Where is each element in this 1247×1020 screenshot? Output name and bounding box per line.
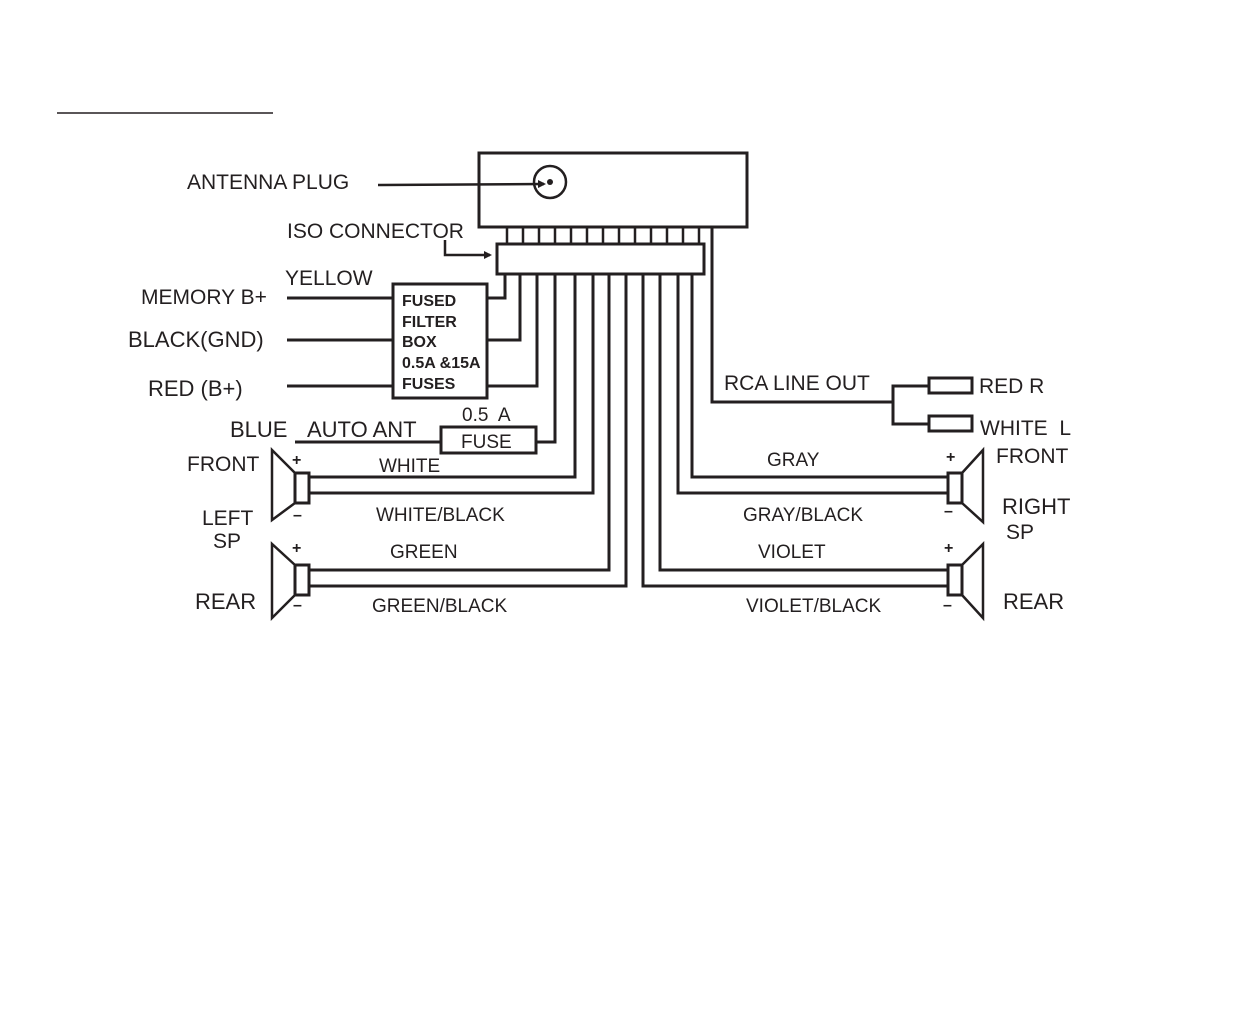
white-l-label: WHITE L (980, 417, 1071, 440)
rear-right-plus-sign: + (944, 540, 953, 557)
front-left-speaker-icon (270, 446, 311, 523)
white-wire-label: WHITE (379, 456, 440, 477)
rear-right-minus-sign: – (943, 597, 952, 614)
rca-line-out-label: RCA LINE OUT (724, 372, 870, 395)
antenna-arrow (377, 180, 546, 189)
rear-right-speaker-icon (946, 540, 985, 622)
front-right-speaker-icon (946, 446, 985, 525)
filter-to-iso-wire-2 (487, 274, 522, 342)
rca-wire (710, 227, 893, 404)
iso-connector-label: ISO CONNECTOR (287, 220, 464, 243)
yellow-label: YELLOW (285, 267, 373, 290)
blue-label: BLUE (230, 417, 287, 442)
violet-wire-label: VIOLET (758, 542, 826, 563)
front-right-plus-wire (690, 274, 948, 479)
front-left-minus-sign: – (293, 507, 302, 524)
rear-right-minus-wire (641, 274, 948, 588)
white-black-wire-label: WHITE/BLACK (376, 505, 505, 526)
filter-box-line-3: BOX (402, 334, 437, 351)
rca-plug-white (927, 414, 974, 433)
rca-split-wire (891, 384, 929, 426)
fuse-to-iso-wire (536, 274, 557, 444)
front-right-minus-sign: – (944, 503, 953, 520)
rca-plug-red (927, 376, 974, 395)
filter-box-line-4: 0.5A &15A (402, 355, 481, 372)
sp-right-label: SP (1006, 521, 1034, 544)
fuse-rating-label: 0.5 A (462, 405, 511, 426)
rear-right-label: REAR (1003, 589, 1064, 614)
red-r-label: RED R (979, 375, 1044, 398)
rear-left-plus-sign: + (292, 540, 301, 557)
auto-ant-fuse (439, 425, 538, 455)
filter-box-line-2: FILTER (402, 314, 457, 331)
antenna-socket-center-icon (547, 179, 553, 185)
rear-left-speaker-icon (270, 541, 311, 622)
front-left-plus-wire (310, 274, 577, 479)
red-b-label: RED (B+) (148, 376, 243, 401)
front-right-label: FRONT (996, 445, 1068, 468)
antenna-socket-icon (532, 164, 568, 200)
right-label: RIGHT (1002, 494, 1070, 519)
fuse-label: FUSE (461, 432, 512, 453)
front-right-minus-wire (676, 274, 948, 495)
filter-to-iso-wire-1 (487, 274, 507, 300)
head-unit (477, 151, 749, 229)
front-left-label: FRONT (187, 453, 259, 476)
black-gnd-label: BLACK(GND) (128, 327, 264, 352)
left-label: LEFT (202, 507, 254, 530)
fused-filter-box (391, 282, 489, 400)
green-black-wire-label: GREEN/BLACK (372, 596, 507, 617)
sp-left-label: SP (213, 530, 241, 553)
violet-black-wire-label: VIOLET/BLACK (746, 596, 881, 617)
memory-label: MEMORY B+ (141, 286, 267, 309)
front-right-plus-sign: + (946, 449, 955, 466)
rear-left-label: REAR (195, 589, 256, 614)
auto-ant-label: AUTO ANT (307, 417, 417, 442)
filter-box-line-5: FUSES (402, 376, 456, 393)
gray-black-wire-label: GRAY/BLACK (743, 505, 863, 526)
rear-left-minus-wire (310, 274, 628, 588)
green-wire-label: GREEN (390, 542, 458, 563)
front-left-minus-wire (310, 274, 595, 495)
antenna-plug-label: ANTENNA PLUG (187, 171, 349, 194)
rear-left-plus-wire (310, 274, 611, 572)
iso-connector-arrow (443, 240, 492, 259)
filter-box-line-1: FUSED (402, 293, 456, 310)
rear-left-minus-sign: – (293, 597, 302, 614)
gray-wire-label: GRAY (767, 450, 820, 471)
front-left-plus-sign: + (292, 452, 301, 469)
iso-connector (495, 242, 706, 276)
rear-right-plus-wire (658, 274, 948, 572)
iso-connector-pins (505, 227, 701, 245)
filter-to-iso-wire-3 (487, 274, 539, 388)
